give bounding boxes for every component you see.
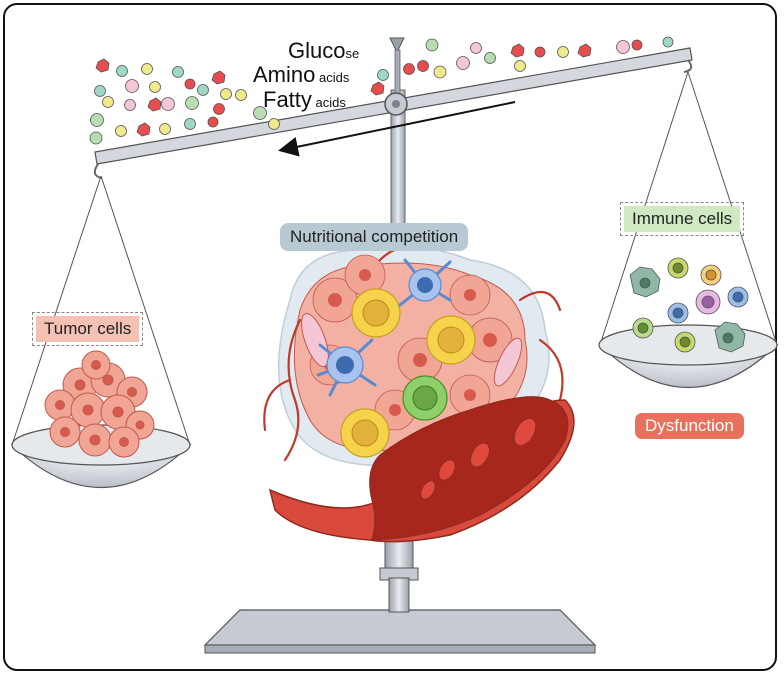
direction-arrow xyxy=(278,101,516,157)
tumor-cells-cluster xyxy=(44,350,155,458)
immune-cells-cluster xyxy=(629,257,749,353)
nutrient-glucose: Glucose xyxy=(288,38,360,63)
nutritional-competition-label: Nutritional competition xyxy=(280,223,469,251)
scale-pointer xyxy=(389,37,405,54)
nutrient-particles xyxy=(89,36,674,145)
blood-vessel xyxy=(268,396,575,543)
scale-base xyxy=(203,539,597,654)
nutrient-amino-acids: Amino acids xyxy=(253,62,350,87)
nutrient-fatty-acids: Fatty acids xyxy=(263,87,346,112)
tumor-cells-label: Tumor cells xyxy=(31,312,144,346)
dysfunction-label: Dysfunction xyxy=(635,413,744,439)
immune-cells-label: Immune cells xyxy=(619,202,745,236)
figure-frame xyxy=(3,3,777,671)
